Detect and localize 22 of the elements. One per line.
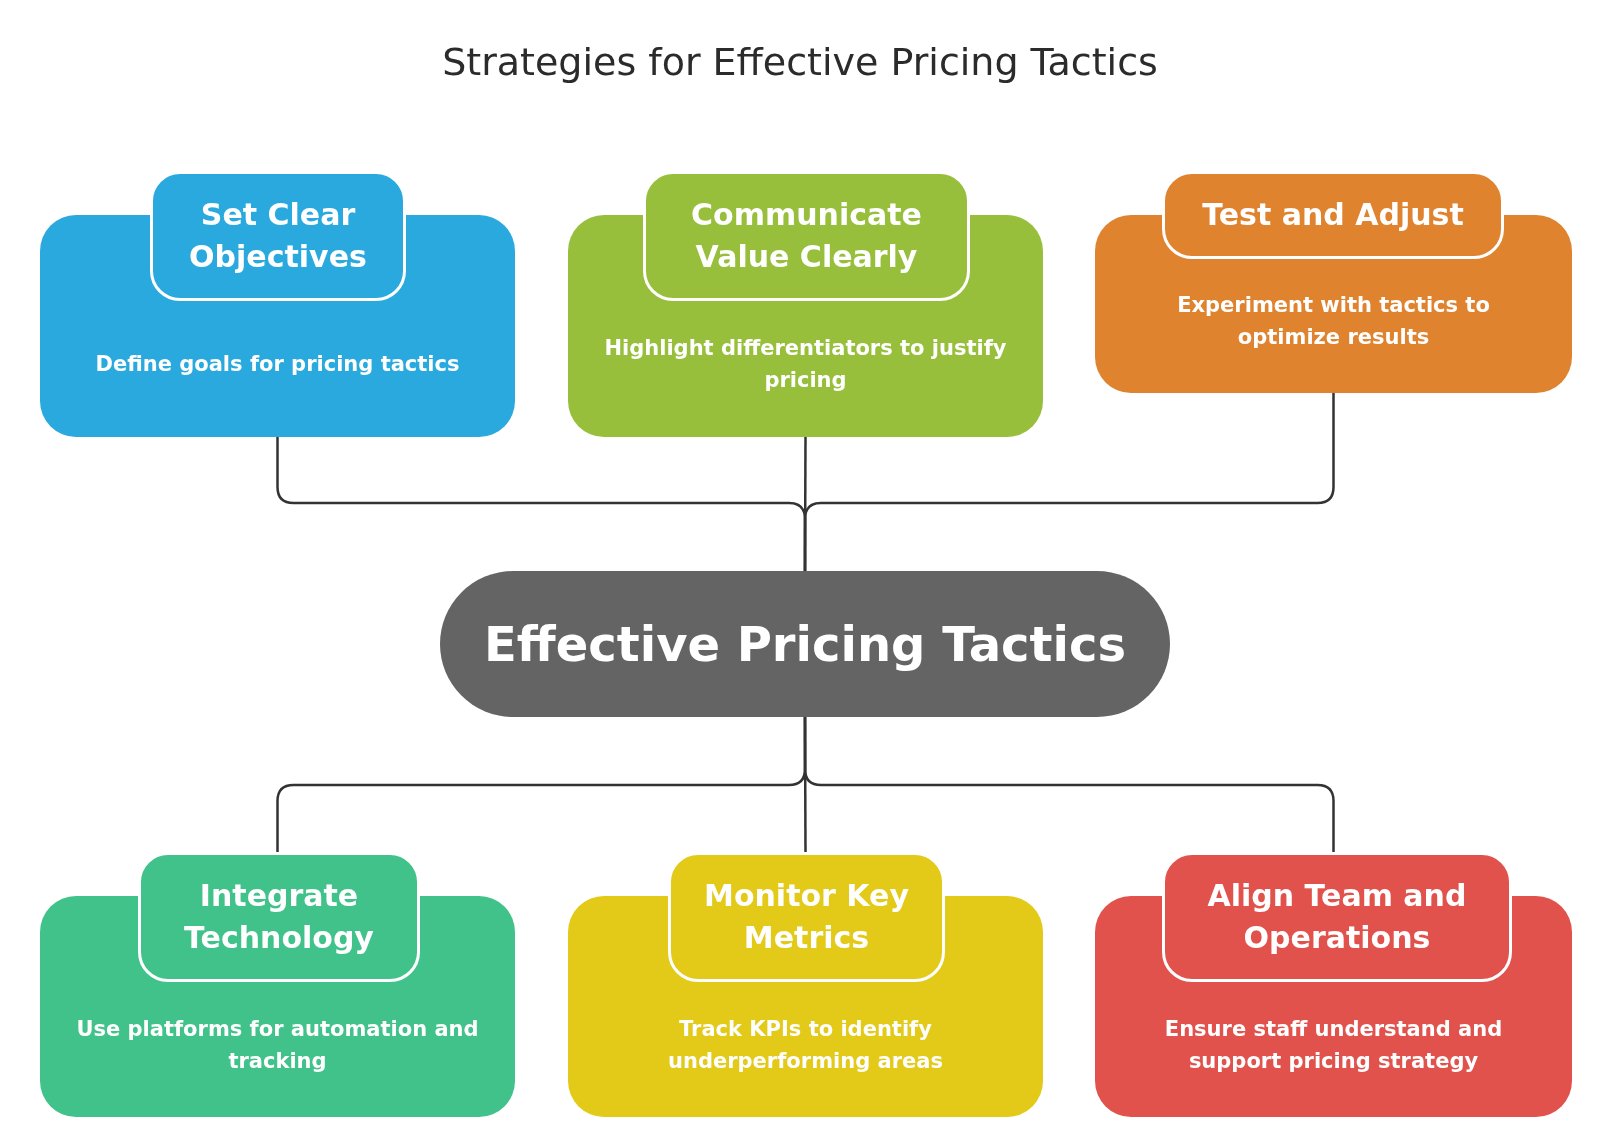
card-description: Track KPIs to identify underperforming areas: [667, 1015, 944, 1075]
central-pill: Effective Pricing Tactics: [440, 571, 1170, 717]
card-heading: Communicate Value Clearly: [643, 171, 970, 301]
card-description: Ensure staff understand and support pricing strategy: [1163, 1015, 1504, 1075]
connector-line: [803, 393, 1335, 571]
card-description: Highlight differentiators to justify pricing: [603, 335, 1008, 394]
strategy-card: [568, 171, 1043, 437]
card-heading: Set Clear Objectives: [150, 171, 406, 301]
card-description: Use platforms for automation and tracking: [75, 1015, 480, 1075]
card-heading: Monitor Key Metrics: [668, 852, 945, 982]
card-heading: Align Team and Operations: [1162, 852, 1512, 982]
connector-line: [803, 717, 1335, 852]
diagram-title: Strategies for Effective Pricing Tactics: [441, 40, 1159, 84]
card-heading: Integrate Technology: [138, 852, 420, 982]
strategy-card: [1095, 852, 1572, 1117]
strategy-card: [568, 852, 1043, 1117]
card-heading: Test and Adjust: [1162, 171, 1504, 259]
card-description: Experiment with tactics to optimize results: [1176, 292, 1491, 351]
strategy-card: [40, 171, 515, 437]
strategy-card: [40, 852, 515, 1117]
strategy-card: [1095, 171, 1572, 393]
card-description: Define goals for pricing tactics: [95, 351, 460, 378]
